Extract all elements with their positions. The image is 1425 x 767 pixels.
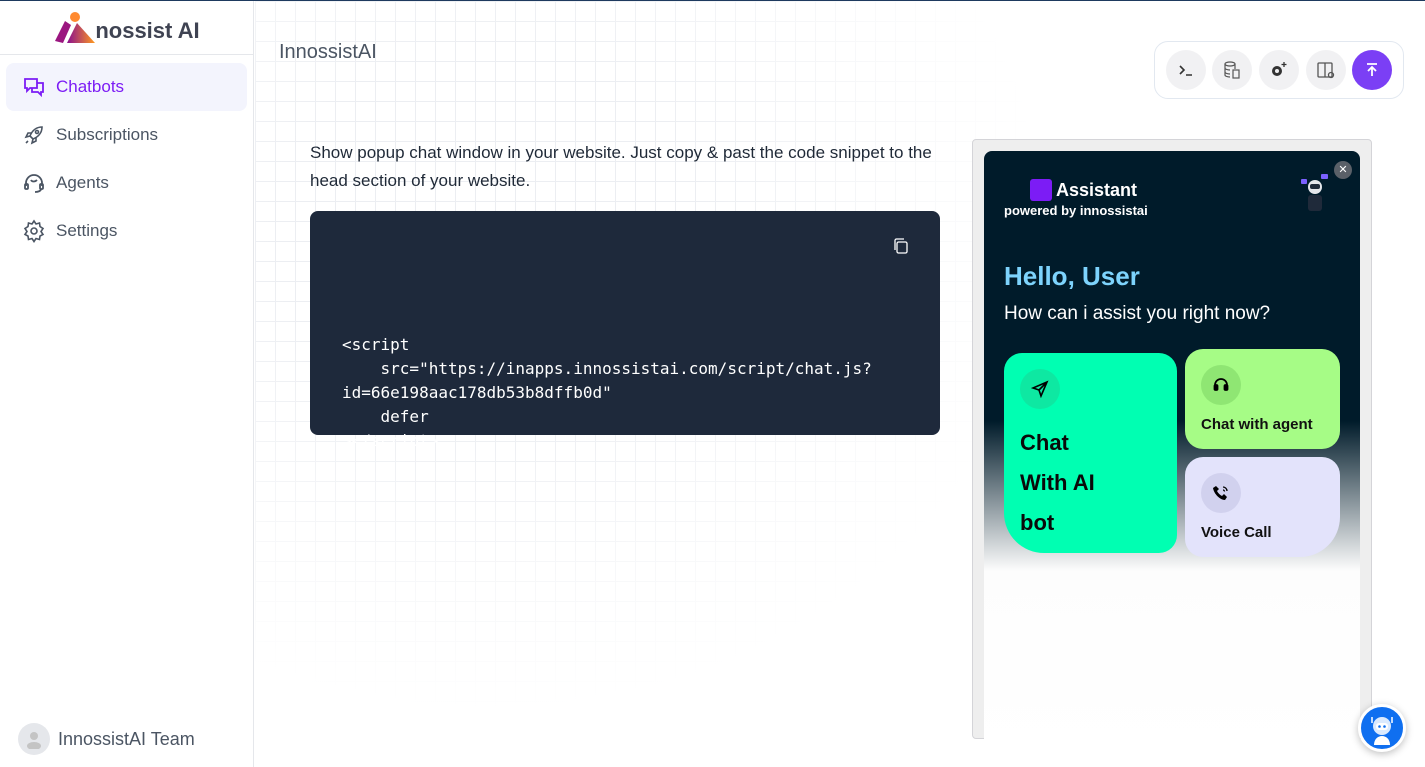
terminal-button[interactable]	[1165, 50, 1206, 90]
phone-icon	[1201, 473, 1241, 513]
publish-button[interactable]	[1352, 50, 1393, 90]
publish-icon	[1367, 63, 1378, 76]
chatbot-launcher-button[interactable]	[1358, 704, 1406, 752]
widget-title: Assistant	[1056, 179, 1138, 200]
settings-ai-button[interactable]	[1258, 50, 1299, 90]
main-content: InnossistAI Show popup chat window in yo…	[255, 1, 1425, 767]
voice-call-card[interactable]: Voice Call	[1185, 457, 1340, 557]
database-code-icon	[1224, 61, 1240, 79]
sidebar-nav: Chatbots Subscriptions Agents Settings	[0, 55, 253, 263]
gears-icon	[1271, 62, 1287, 76]
database-code-button[interactable]	[1212, 50, 1253, 90]
powered-by: powered by innossistai	[1004, 203, 1148, 218]
code-text: <script src="https://inapps.innossistai.…	[342, 335, 872, 450]
sidebar: nossist AI Chatbots Subscriptions Agents…	[0, 1, 254, 767]
avatar	[18, 723, 50, 755]
sidebar-item-label: Chatbots	[56, 77, 125, 96]
code-snippet[interactable]: <script src="https://inapps.innossistai.…	[310, 211, 940, 450]
card-label: Voice Call	[1201, 524, 1272, 541]
top-border	[0, 0, 1425, 1]
logo-icon	[55, 11, 96, 43]
widget-preview: ✕ Assistant powered by innossistai Hello…	[972, 139, 1372, 751]
headset-icon	[1201, 365, 1241, 405]
sidebar-item-agents[interactable]: Agents	[6, 159, 247, 207]
rocket-icon	[24, 126, 43, 145]
headset-icon	[24, 174, 44, 193]
chat-agent-card[interactable]: Chat with agent	[1185, 349, 1340, 449]
embed-description: Show popup chat window in your website. …	[310, 143, 932, 190]
sidebar-item-label: Settings	[56, 221, 118, 240]
prompt-question: How can i assist you right now?	[1004, 303, 1271, 324]
toolbar	[1154, 41, 1404, 99]
robot-icon	[1371, 717, 1393, 745]
user-profile[interactable]: InnossistAI Team	[18, 723, 195, 755]
sidebar-item-label: Agents	[56, 173, 109, 192]
sidebar-item-chatbots[interactable]: Chatbots	[6, 63, 247, 111]
chat-icon	[24, 78, 44, 98]
widget-header: Assistant	[1030, 179, 1137, 201]
logo[interactable]: nossist AI	[0, 1, 253, 55]
copy-icon[interactable]	[892, 237, 910, 255]
sidebar-item-subscriptions[interactable]: Subscriptions	[6, 111, 247, 159]
chat-ai-bot-card[interactable]: Chat With AI bot	[1004, 353, 1177, 553]
user-icon	[27, 732, 41, 749]
card-label: Chat With AI bot	[1020, 430, 1095, 535]
page-title: InnossistAI	[279, 41, 377, 63]
send-icon	[1020, 369, 1060, 409]
assistant-icon	[1030, 179, 1052, 201]
close-button[interactable]: ✕	[1334, 161, 1352, 179]
user-name: InnossistAI Team	[58, 728, 195, 749]
logo-text: nossist AI	[95, 17, 200, 43]
robot-icon	[1301, 174, 1328, 211]
chat-widget: ✕ Assistant powered by innossistai Hello…	[984, 151, 1360, 751]
preview-panel-button[interactable]	[1305, 50, 1346, 90]
sidebar-item-label: Subscriptions	[56, 125, 159, 144]
card-label: Chat with agent	[1201, 416, 1313, 433]
gear-icon	[23, 219, 45, 243]
terminal-icon	[1179, 65, 1192, 76]
greeting: Hello, User	[1004, 261, 1140, 291]
sidebar-item-settings[interactable]: Settings	[6, 207, 247, 255]
panel-search-icon	[1316, 62, 1334, 79]
